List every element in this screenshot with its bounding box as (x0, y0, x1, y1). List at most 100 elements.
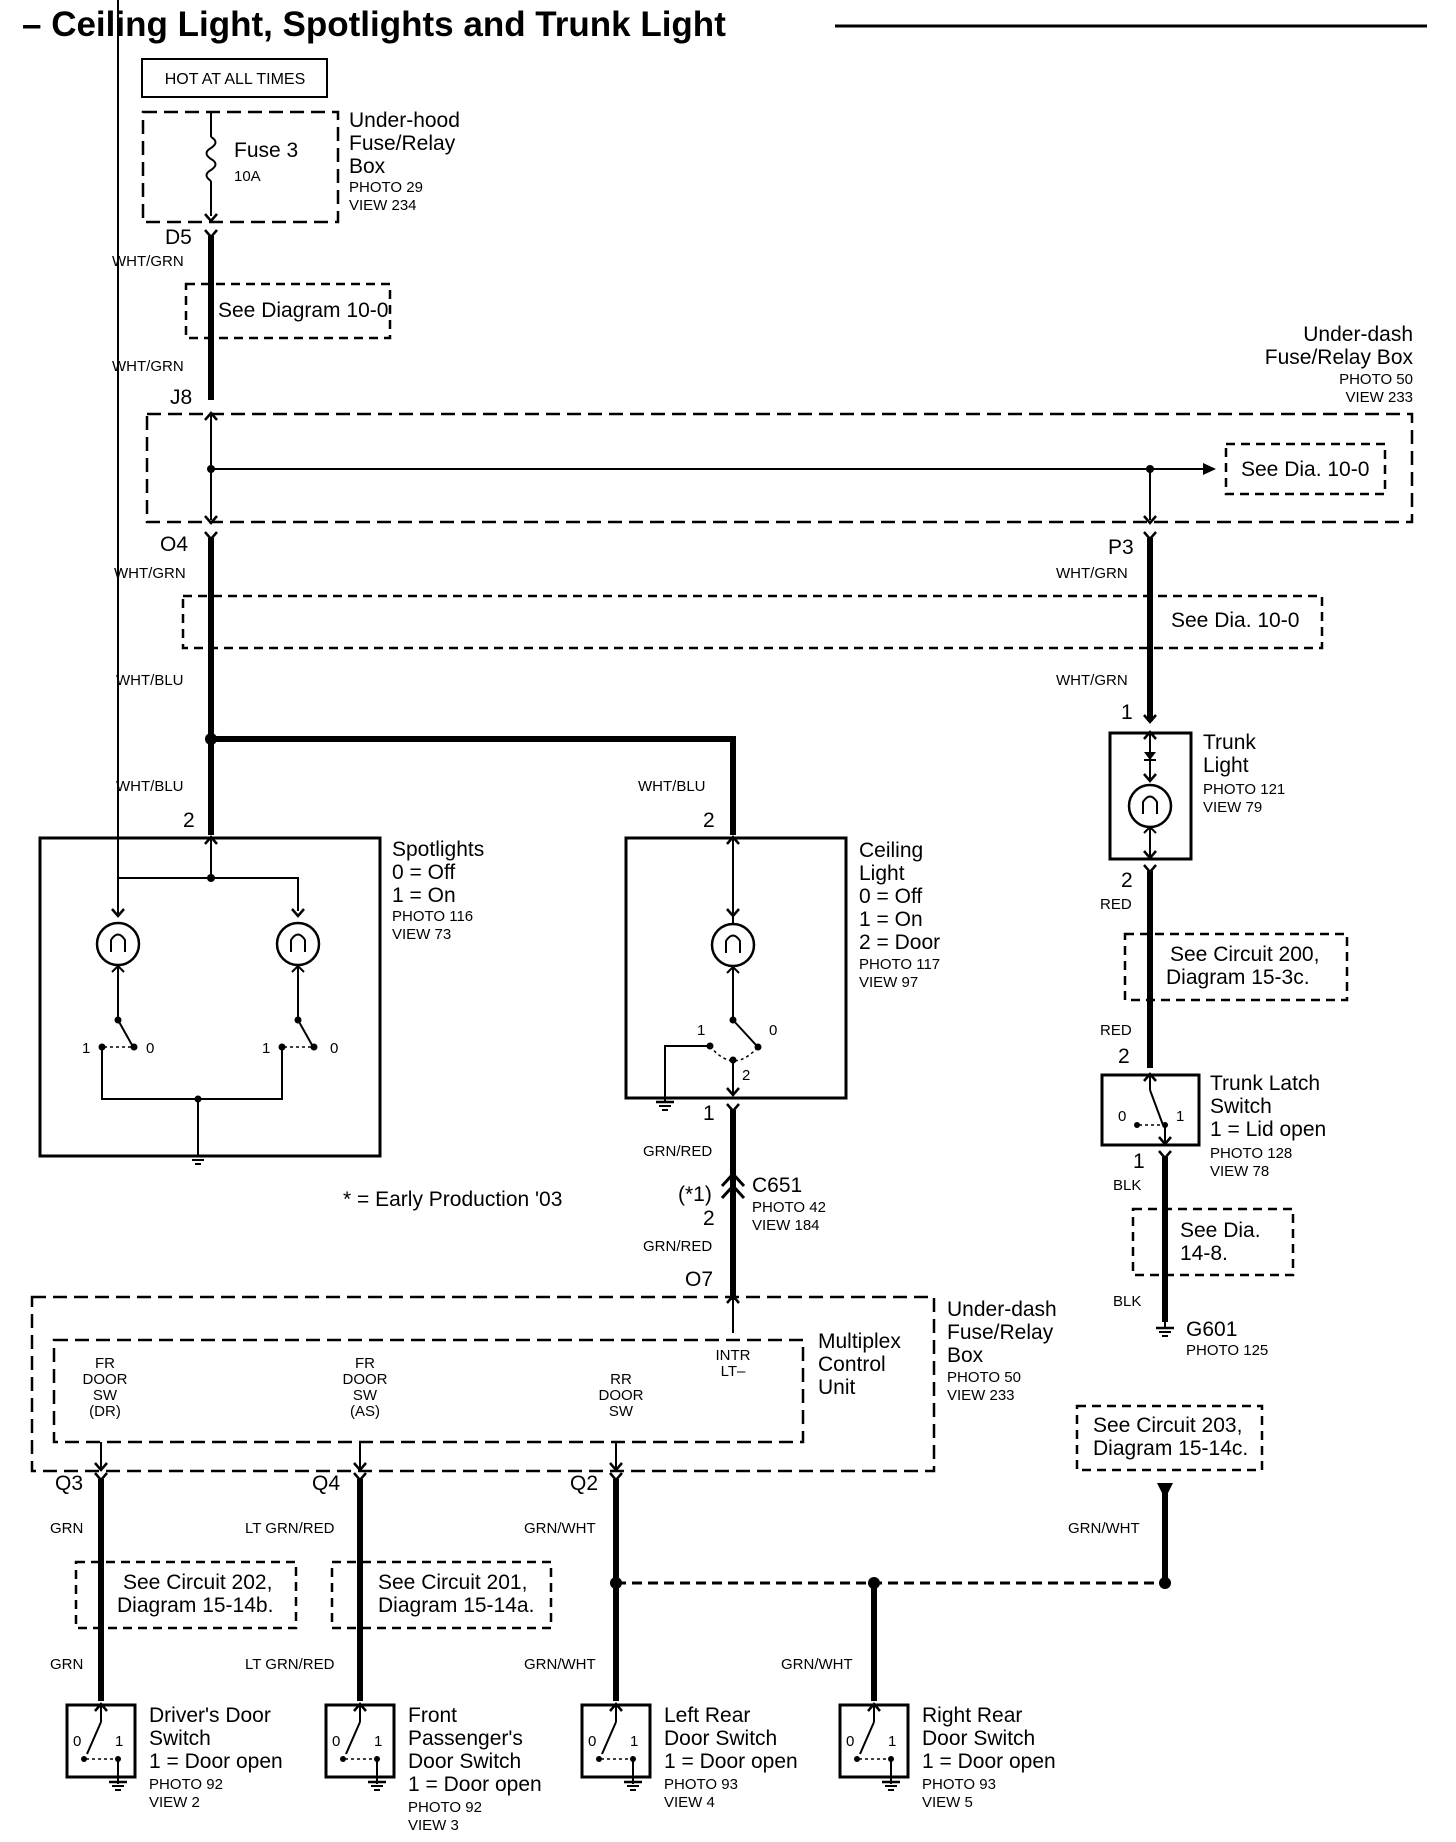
front-passenger-door-switch-label-l4: 1 = Door open (408, 1773, 542, 1796)
mcu-pin-fr-dr: FR DOOR SW (DR) (83, 1355, 128, 1420)
underhood-label-2: Fuse/Relay (349, 132, 456, 155)
front-passenger-door-switch-pos-0: 0 (332, 1733, 340, 1750)
footnote: * = Early Production '03 (343, 1188, 562, 1211)
connector-q4: Q4 (312, 1472, 340, 1495)
ceiling-label-4: 1 = On (859, 908, 923, 931)
spotlights-view: VIEW 73 (392, 926, 451, 943)
ceiling-label-2: Light (859, 862, 905, 885)
mcu-pin-fr-as-3: SW (353, 1387, 378, 1404)
connector-o7: O7 (685, 1268, 713, 1291)
mcu-pin-rr-3: SW (609, 1403, 634, 1420)
see-diagram-10-ref: See Diagram 10-0 (218, 299, 388, 322)
ceiling-ground-icon (654, 1092, 676, 1112)
see-circuit-200-box (1123, 932, 1349, 1002)
ceiling-pin-2: 2 (703, 809, 715, 832)
right-rear-door-switch-photo: PHOTO 93 (922, 1776, 996, 1793)
trunk-latch-pos-1: 1 (1176, 1108, 1184, 1125)
ceiling-photo: PHOTO 117 (859, 956, 940, 973)
ceiling-pos-1: 1 (697, 1022, 705, 1039)
see-circuit-200-2: Diagram 15-3c. (1166, 966, 1310, 989)
trunk-light-label-1: Trunk (1203, 731, 1256, 754)
right-rear-door-switch-label-l3: 1 = Door open (922, 1750, 1056, 1773)
spotlight-right-switch-icon (297, 1019, 313, 1046)
front-passenger-door-switch-label-l1: Front (408, 1704, 457, 1727)
drivers-door-switch-label-l2: Switch (149, 1727, 211, 1750)
right-rear-door-switch-pos-0: 0 (846, 1733, 854, 1750)
underdash-bottom-fuse-box (30, 1295, 936, 1473)
trunk-latch-pin-1: 1 (1133, 1150, 1145, 1173)
underdash-bottom-label-3: Box (947, 1344, 984, 1367)
spotlights-label-3: 1 = On (392, 884, 456, 907)
connector-q3: Q3 (55, 1472, 83, 1495)
front-passenger-door-switch-switch-icon (345, 1721, 361, 1755)
c651-connector-icon (720, 1171, 746, 1200)
see-circuit-203-1: See Circuit 203, (1093, 1414, 1242, 1437)
wire-label-ceiling: WHT/BLU (638, 778, 706, 795)
wire-label-grnred-1: GRN/RED (643, 1143, 712, 1160)
fuse-icon (205, 136, 217, 182)
c651-photo: PHOTO 42 (752, 1199, 826, 1216)
mcu-intr-1: INTR (716, 1347, 751, 1364)
c651-view: VIEW 184 (752, 1217, 820, 1234)
wire-label-red-2: RED (1100, 1022, 1132, 1039)
trunk-bulb-icon (1127, 783, 1173, 829)
right-rear-door-switch-switch-icon (859, 1721, 875, 1755)
underhood-photo: PHOTO 29 (349, 179, 423, 196)
connector-p3: P3 (1108, 536, 1134, 559)
spot-right-pos-0: 0 (330, 1040, 338, 1057)
spotlights-box (38, 836, 382, 1158)
see-circuit-201-2: Diagram 15-14a. (378, 1594, 534, 1617)
see-dia-10-ref-mid: See Dia. 10-0 (1171, 609, 1299, 632)
right-rear-door-switch-view: VIEW 5 (922, 1794, 973, 1811)
g601-photo: PHOTO 125 (1186, 1342, 1268, 1359)
wire-label-o4: WHT/GRN (114, 565, 186, 582)
ceiling-bulb-icon (710, 922, 756, 968)
see-circuit-203-2: Diagram 15-14c. (1093, 1437, 1248, 1460)
underdash-bottom-photo: PHOTO 50 (947, 1369, 1021, 1386)
front-passenger-door-switch-pos-1: 1 (374, 1733, 382, 1750)
spotlight-left-bulb-icon (95, 921, 141, 967)
ceiling-pos-2: 2 (742, 1067, 750, 1084)
spot-left-pos-0: 0 (146, 1040, 154, 1057)
right-rear-door-switch-ground-icon (882, 1780, 900, 1791)
trunk-light-view: VIEW 79 (1203, 799, 1262, 816)
underhood-view: VIEW 234 (349, 197, 417, 214)
trunk-latch-view: VIEW 78 (1210, 1163, 1269, 1180)
underdash-top-label-2: Fuse/Relay Box (1265, 346, 1414, 369)
left-rear-door-switch-label-l1: Left Rear (664, 1704, 750, 1727)
mcu-pin-fr-dr-3: SW (93, 1387, 118, 1404)
left-rear-door-switch-switch-icon (601, 1721, 617, 1755)
ceiling-pin-1: 1 (703, 1102, 715, 1125)
mcu-pin-fr-as-4: (AS) (350, 1403, 380, 1420)
drivers-door-switch-pos-0: 0 (73, 1733, 81, 1750)
front-passenger-door-switch-label-l3: Door Switch (408, 1750, 521, 1773)
underhood-label-3: Box (349, 155, 386, 178)
right-rear-door-switch-label-l2: Door Switch (922, 1727, 1035, 1750)
front-passenger-door-switch-label-l2: Passenger's (408, 1727, 523, 1750)
trunk-latch-pin-2: 2 (1118, 1045, 1130, 1068)
trunk-light-photo: PHOTO 121 (1203, 781, 1285, 798)
drivers-door-switch-pos-1: 1 (115, 1733, 123, 1750)
see-circuit-201-1: See Circuit 201, (378, 1571, 527, 1594)
c651-note: (*1) (678, 1183, 712, 1206)
mcu-pin-rr: RR DOOR SW (599, 1371, 644, 1420)
mcu-pin-fr-dr-1: FR (95, 1355, 115, 1372)
spotlight-left-switch-icon (117, 1019, 133, 1046)
wire-label-trunk-feed: WHT/GRN (1056, 672, 1128, 689)
ceiling-view: VIEW 97 (859, 974, 918, 991)
underdash-top-label-1: Under-dash (1303, 323, 1413, 346)
underhood-fuse-box (141, 110, 340, 224)
drivers-door-switch-switch-icon (86, 1721, 102, 1755)
c651-name: C651 (752, 1174, 802, 1197)
trunk-latch-pos-0: 0 (1118, 1108, 1126, 1125)
ceiling-switch-icon (732, 1019, 757, 1046)
underdash-bottom-view: VIEW 233 (947, 1387, 1015, 1404)
wire-label-ltgrnred-2: LT GRN/RED (245, 1656, 335, 1673)
wire-label-blk-2: BLK (1113, 1293, 1141, 1310)
wire-label-grnred-2: GRN/RED (643, 1238, 712, 1255)
see-circuit-202-2: Diagram 15-14b. (117, 1594, 273, 1617)
mcu-pin-fr-as: FR DOOR SW (AS) (343, 1355, 388, 1420)
